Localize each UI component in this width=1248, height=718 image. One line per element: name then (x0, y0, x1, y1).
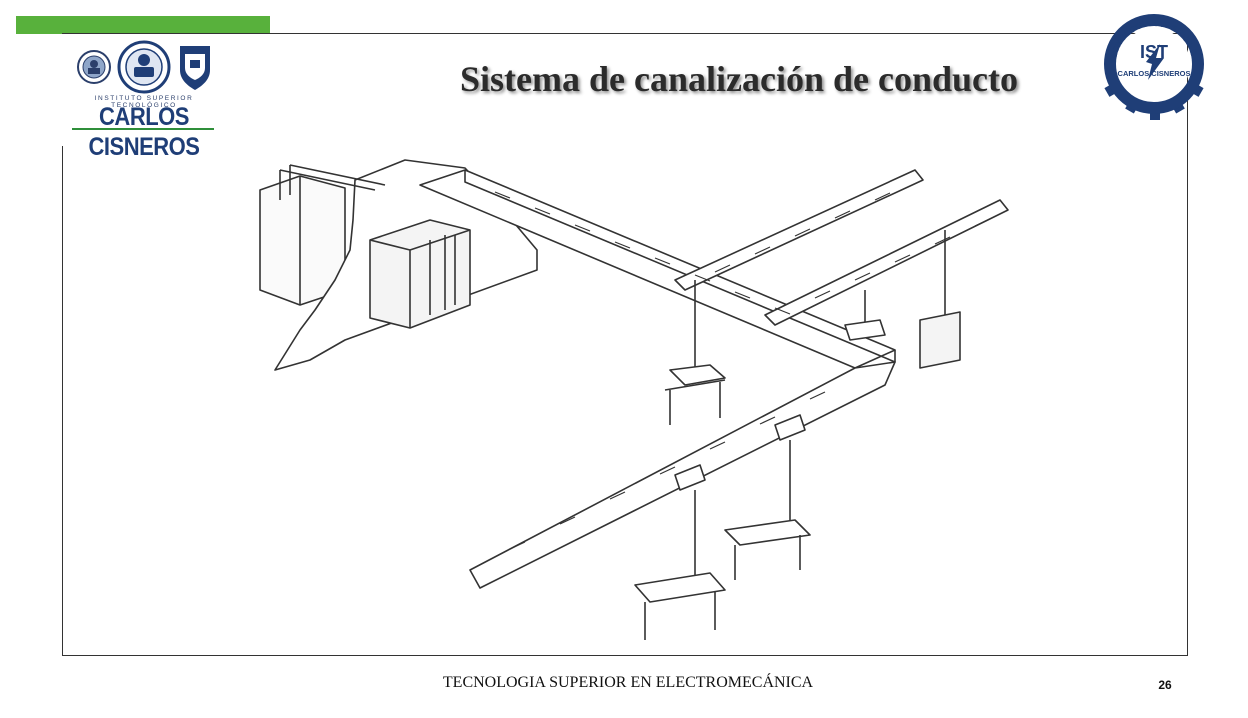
page-number: 26 (1158, 678, 1172, 692)
logo-subtitle: INSTITUTO SUPERIOR TECNOLÓGICO (94, 95, 194, 109)
badge-name: CARLOS CISNEROS (1118, 69, 1191, 78)
logo-name: CARLOS CISNEROS (88, 102, 200, 161)
electromechanics-badge: TECNOLOGÍA SUPERIOR EN ELECTROMECÁNICA I… (1094, 2, 1204, 120)
logo-underline (72, 128, 214, 130)
institute-emblems (77, 40, 210, 94)
content-frame (62, 33, 1188, 656)
busway-system-illustration (259, 159, 1009, 640)
slide-title: Sistema de canalización de conducto (460, 59, 1018, 99)
seal-left-icon (77, 50, 111, 84)
header-accent-bar (16, 16, 270, 34)
seal-right-icon (180, 46, 210, 90)
lightning-icon (1146, 44, 1164, 80)
seal-center-icon (117, 40, 171, 94)
footer-program-name: TECNOLOGIA SUPERIOR EN ELECTROMECÁNICA (442, 674, 814, 691)
